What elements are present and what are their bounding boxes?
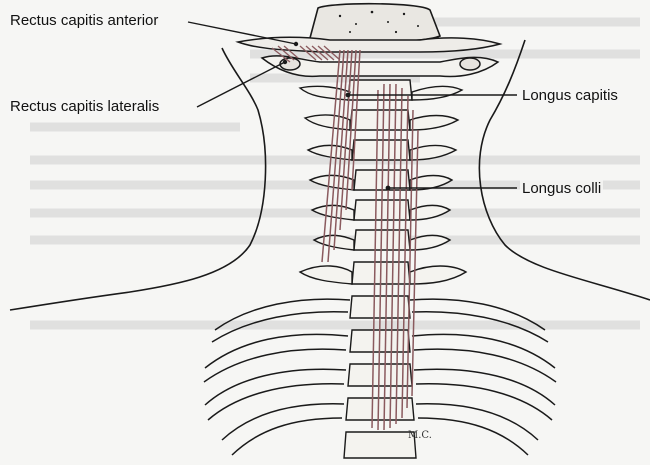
artist-initials: M.C. — [408, 430, 432, 441]
leader-rectus-capitis-lateralis — [197, 62, 285, 107]
label-longus-capitis: Longus capitis — [520, 87, 620, 105]
atlas-axis — [262, 56, 498, 77]
label-rectus-capitis-anterior: Rectus capitis anterior — [8, 12, 160, 30]
skull-base — [238, 4, 500, 52]
label-longus-colli: Longus colli — [520, 180, 603, 198]
label-rectus-capitis-lateralis: Rectus capitis lateralis — [8, 98, 161, 116]
